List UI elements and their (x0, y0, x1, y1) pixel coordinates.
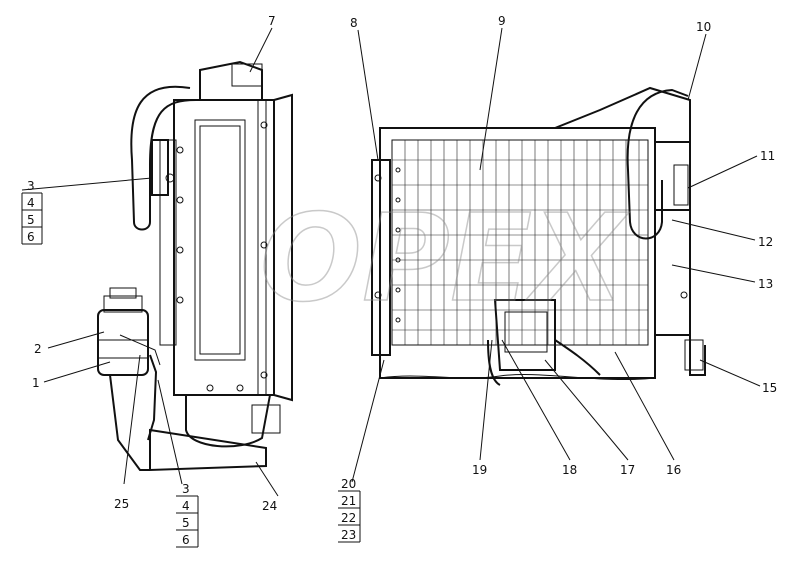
label-5-bottom: 5 (182, 516, 190, 530)
label-13: 13 (758, 277, 773, 291)
top-cowl (380, 86, 691, 345)
upper-hose (130, 85, 197, 231)
label-23: 23 (341, 528, 356, 542)
label-2: 2 (34, 342, 42, 356)
callout-labels: 3 4 5 6 2 1 7 8 9 10 11 12 13 15 16 17 1… (27, 14, 777, 547)
label-12: 12 (758, 235, 773, 249)
label-6-bottom: 6 (182, 533, 190, 547)
drain-hose-3 (147, 354, 158, 441)
callout-boxes (21, 192, 361, 548)
right-front-view (371, 86, 706, 386)
label-3-bottom: 3 (182, 482, 190, 496)
label-4-left: 4 (27, 196, 35, 210)
label-8: 8 (350, 16, 358, 30)
leader-lines (21, 27, 761, 497)
side-bolts (176, 121, 268, 392)
label-6-left: 6 (27, 230, 35, 244)
center-hose-19 (487, 339, 501, 386)
label-16: 16 (666, 463, 681, 477)
center-hose-16 (554, 339, 601, 376)
radiator-core (391, 139, 649, 346)
label-10: 10 (696, 20, 711, 34)
right-bracket (654, 141, 691, 211)
label-17: 17 (620, 463, 635, 477)
core-fins (392, 140, 648, 345)
label-22: 22 (341, 511, 356, 525)
label-4-bottom: 4 (182, 499, 190, 513)
label-9: 9 (498, 14, 506, 28)
side-core-block (173, 99, 275, 396)
label-21: 21 (341, 494, 356, 508)
label-20: 20 (341, 477, 356, 491)
label-18: 18 (562, 463, 577, 477)
left-side-view (97, 60, 293, 472)
left-side-member (371, 159, 391, 356)
lower-hose (149, 428, 267, 472)
side-shroud (273, 93, 293, 402)
bottom-skirt (379, 374, 656, 380)
label-11: 11 (760, 149, 775, 163)
label-5-left: 5 (27, 213, 35, 227)
bottom-center-tank (493, 299, 556, 371)
label-25: 25 (114, 497, 129, 511)
label-24: 24 (262, 499, 277, 513)
watermark-text: OPEX (260, 190, 630, 329)
right-pipe-loop (626, 88, 689, 240)
label-1: 1 (32, 376, 40, 390)
bottom-tank (185, 394, 271, 448)
side-tank-window (194, 119, 246, 361)
hose-clamp-bracket (151, 139, 169, 196)
drain-hose-25 (109, 374, 150, 471)
lower-right-fitting (655, 334, 706, 376)
filter-cup (97, 287, 149, 376)
label-19: 19 (472, 463, 487, 477)
side-tank-window-inner (199, 125, 241, 355)
label-3-left: 3 (27, 179, 35, 193)
label-15: 15 (762, 381, 777, 395)
front-bolts (374, 167, 688, 323)
label-7: 7 (268, 14, 276, 28)
